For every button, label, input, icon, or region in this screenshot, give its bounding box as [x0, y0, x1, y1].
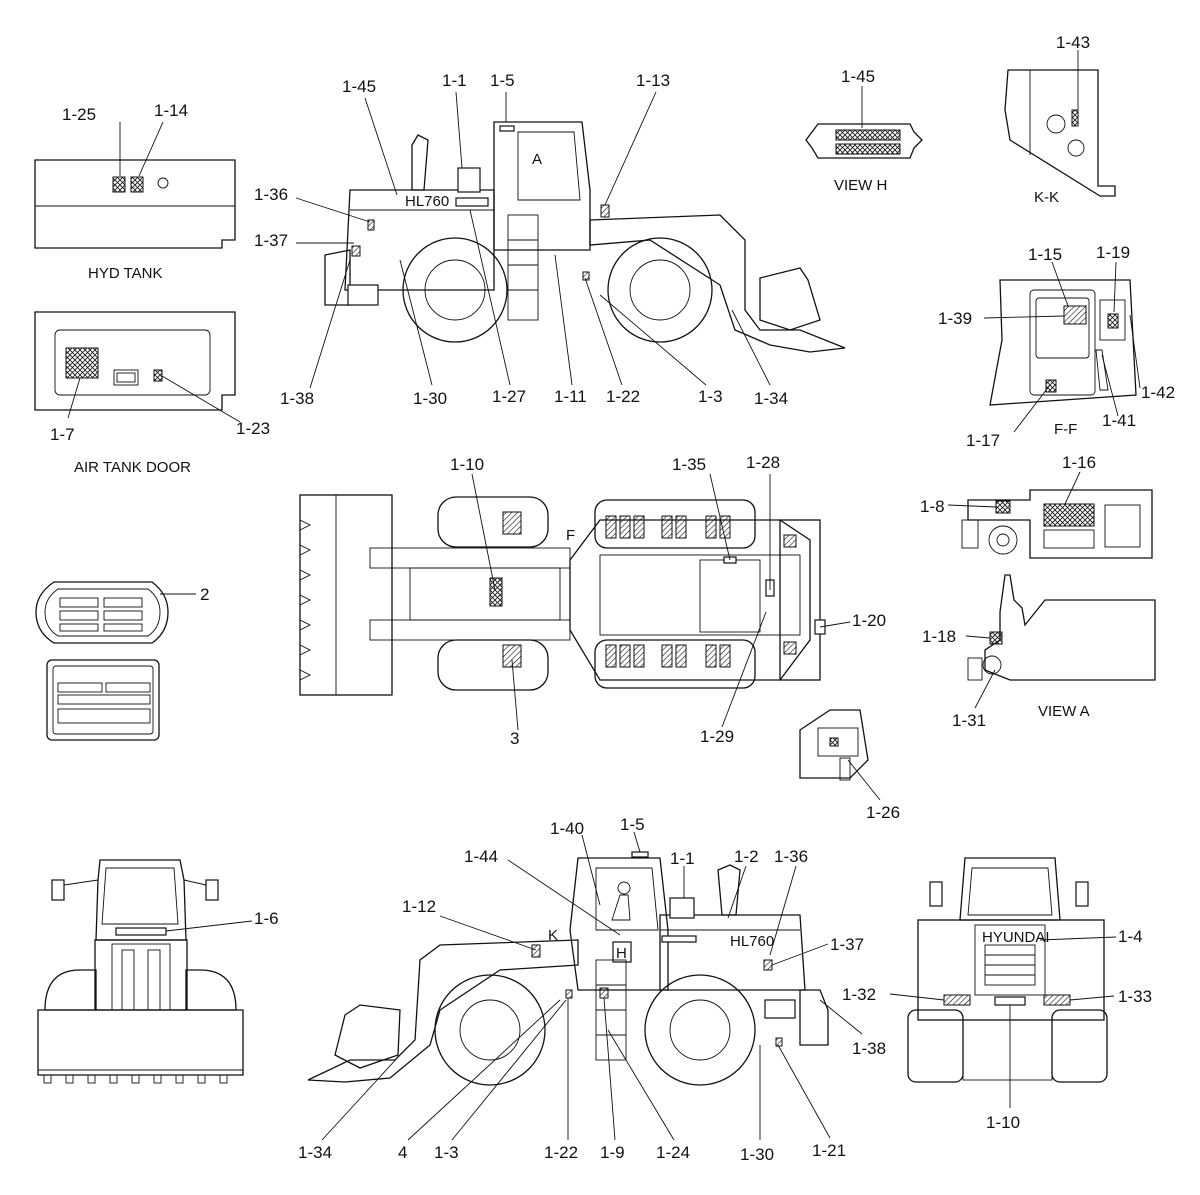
- marker-f: F: [566, 527, 575, 544]
- callout-detail-1-26: 1-26: [866, 803, 900, 822]
- callout-plan-1-29: 1-29: [700, 727, 734, 746]
- plan-view: F 1-10 1-35 1-28 1-20: [299, 453, 886, 748]
- callout-plan-1-20: 1-20: [852, 611, 886, 630]
- callout-viewa-1-18: 1-18: [922, 627, 956, 646]
- hyd-tank-view: 1-25 1-14 HYD TANK: [34, 101, 236, 282]
- callout-top-1-38: 1-38: [280, 389, 314, 408]
- callout-plate-2: 2: [200, 585, 209, 604]
- callout-bottom-4: 4: [398, 1143, 407, 1162]
- callout-viewa-1-16: 1-16: [1062, 453, 1096, 472]
- callout-front-1-6: 1-6: [254, 909, 279, 928]
- view-a: 1-16 1-8 1-18 1-31 VIEW A: [920, 453, 1156, 730]
- air-tank-door-caption: AIR TANK DOOR: [74, 459, 191, 476]
- front-view: 1-6: [37, 859, 279, 1084]
- callout-plan-1-10: 1-10: [450, 455, 484, 474]
- callout-bottom-1-9: 1-9: [600, 1143, 625, 1162]
- callout-bottom-1-37: 1-37: [830, 935, 864, 954]
- kk-view: 1-43 K-K: [1004, 33, 1116, 206]
- callout-plan-1-35: 1-35: [672, 455, 706, 474]
- callout-bottom-1-5: 1-5: [620, 815, 645, 834]
- callout-rear-1-32: 1-32: [842, 985, 876, 1004]
- callout-air-1-23: 1-23: [236, 419, 270, 438]
- callout-viewa-1-8: 1-8: [920, 497, 945, 516]
- callout-ff-1-19: 1-19: [1096, 243, 1130, 262]
- callout-ff-1-41: 1-41: [1102, 411, 1136, 430]
- callout-rear-1-33: 1-33: [1118, 987, 1152, 1006]
- callout-bottom-1-1: 1-1: [670, 849, 695, 868]
- ff-view: 1-15 1-19 1-39 1-42 1-41 1-17 F-F: [938, 243, 1175, 450]
- callout-ff-1-15: 1-15: [1028, 245, 1062, 264]
- brand-mark-rear: HYUNDAI: [982, 929, 1050, 946]
- plates-view: 2: [35, 581, 209, 741]
- callout-top-1-27: 1-27: [492, 387, 526, 406]
- marker-k: K: [548, 927, 558, 944]
- callout-top-1-11: 1-11: [554, 387, 587, 406]
- callout-viewa-1-31: 1-31: [952, 711, 986, 730]
- view-h: 1-45 VIEW H: [805, 67, 923, 194]
- model-mark-top: HL760: [405, 193, 449, 210]
- detail-view: 1-26: [799, 709, 900, 822]
- callout-bottom-1-12: 1-12: [402, 897, 436, 916]
- side-view-top: A HL760: [254, 71, 846, 408]
- callout-plan-3: 3: [510, 729, 519, 748]
- callout-top-1-37: 1-37: [254, 231, 288, 250]
- callout-viewh-1-45: 1-45: [841, 67, 875, 86]
- bucket-teeth: [43, 1074, 228, 1084]
- marker-a-top: A: [532, 151, 542, 168]
- callout-top-1-36: 1-36: [254, 185, 288, 204]
- callout-kk-1-43: 1-43: [1056, 33, 1090, 52]
- hyd-tank-caption: HYD TANK: [88, 265, 162, 282]
- side-view-bottom: H HL760 K: [298, 815, 886, 1164]
- callout-bottom-1-3: 1-3: [434, 1143, 459, 1162]
- callout-top-1-22: 1-22: [606, 387, 640, 406]
- rear-view: HYUNDAI 1-4 1-32 1-33 1-10: [842, 857, 1152, 1132]
- air-tank-door-view: 1-7 1-23 AIR TANK DOOR: [34, 311, 270, 476]
- view-a-caption: VIEW A: [1038, 703, 1090, 720]
- view-h-caption: VIEW H: [834, 177, 887, 194]
- callout-bottom-1-36: 1-36: [774, 847, 808, 866]
- callout-ff-1-17: 1-17: [966, 431, 1000, 450]
- callout-plan-1-28: 1-28: [746, 453, 780, 472]
- callout-bottom-1-22: 1-22: [544, 1143, 578, 1162]
- callout-bottom-1-34: 1-34: [298, 1143, 332, 1162]
- callout-hyd-1-14: 1-14: [154, 101, 188, 120]
- callout-top-1-45: 1-45: [342, 77, 376, 96]
- callout-top-1-3: 1-3: [698, 387, 723, 406]
- callout-ff-1-39: 1-39: [938, 309, 972, 328]
- callout-hyd-1-25: 1-25: [62, 105, 96, 124]
- callout-ff-1-42: 1-42: [1141, 383, 1175, 402]
- model-mark-bottom: HL760: [730, 933, 774, 950]
- callout-rear-1-4: 1-4: [1118, 927, 1143, 946]
- callout-bottom-1-24: 1-24: [656, 1143, 690, 1162]
- callout-bottom-1-30: 1-30: [740, 1145, 774, 1164]
- callout-air-1-7: 1-7: [50, 425, 75, 444]
- callout-rear-1-10: 1-10: [986, 1113, 1020, 1132]
- callout-top-1-30: 1-30: [413, 389, 447, 408]
- callout-bottom-1-44: 1-44: [464, 847, 498, 866]
- kk-caption: K-K: [1034, 189, 1059, 206]
- callout-top-1-34: 1-34: [754, 389, 788, 408]
- callout-bottom-1-21: 1-21: [812, 1141, 846, 1160]
- marker-h: H: [616, 945, 627, 962]
- callout-bottom-1-40: 1-40: [550, 819, 584, 838]
- callout-top-1-13: 1-13: [636, 71, 670, 90]
- callout-top-1-5: 1-5: [490, 71, 515, 90]
- callout-top-1-1: 1-1: [442, 71, 467, 90]
- callout-bottom-1-2: 1-2: [734, 847, 759, 866]
- ff-caption: F-F: [1054, 421, 1077, 438]
- callout-bottom-1-38: 1-38: [852, 1039, 886, 1058]
